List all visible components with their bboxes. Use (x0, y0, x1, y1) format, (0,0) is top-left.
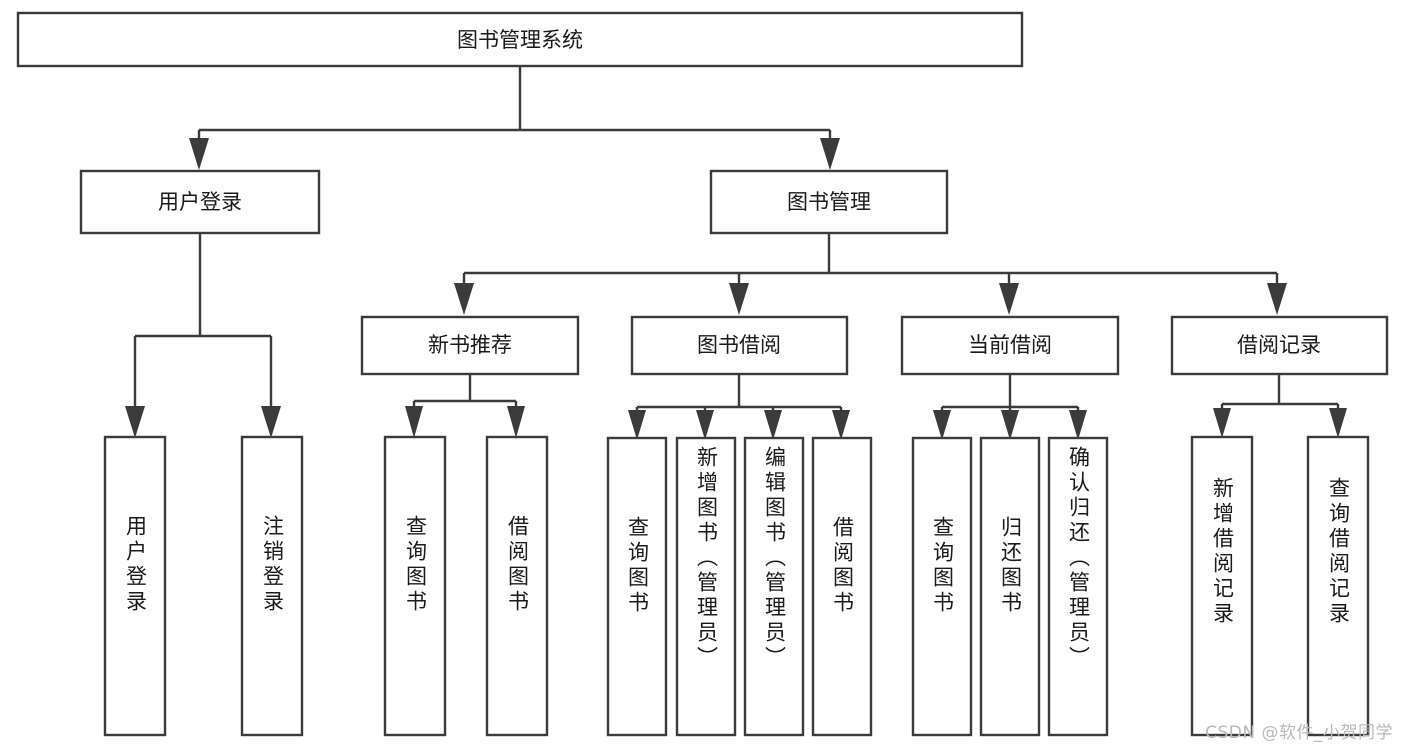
leaf-nbr-query-book[interactable]: 查询图书 (385, 437, 445, 735)
node-current-borrow-label: 当前借阅 (968, 333, 1052, 357)
node-book-borrow-box[interactable] (630, 315, 849, 376)
leaf-nbr-borrow-book-label: 借阅图书 (505, 515, 530, 615)
leaf-cb-confirm-return[interactable]: 确认归还（管理员） (1049, 438, 1107, 735)
leaf-box-cb-confirm-return[interactable] (1047, 436, 1109, 737)
leaf-box-group (103, 435, 1370, 737)
node-root-label: 图书管理系统 (457, 28, 583, 52)
leaf-bb-edit-book-label: 编辑图书（管理员） (762, 446, 787, 671)
arrow-head-borrow-record (1267, 283, 1287, 315)
node-user-login-label: 用户登录 (158, 190, 242, 214)
arrow-head-book-manage (820, 138, 840, 170)
leaf-box-bb-edit-book[interactable] (743, 436, 805, 737)
leaf-nbr-query-book-label: 查询图书 (403, 515, 428, 615)
leaf-br-query-record-label: 查询借阅记录 (1326, 477, 1351, 627)
leaf-user-login[interactable]: 用户登录 (105, 437, 165, 735)
leaf-br-add-record-label: 新增借阅记录 (1210, 477, 1235, 627)
arrow-head-current-borrow (999, 283, 1019, 315)
leaf-bb-borrow-book[interactable]: 借阅图书 (813, 438, 871, 735)
node-root[interactable]: 图书管理系统 (16, 11, 1024, 68)
leaf-box-cb-query-book[interactable] (911, 436, 973, 737)
leaf-br-query-record[interactable]: 查询借阅记录 (1308, 437, 1368, 735)
leaf-box-bb-query-book[interactable] (606, 436, 668, 737)
connector-group-root (189, 66, 840, 170)
arrow-head-cb-leaf-3 (1069, 410, 1087, 440)
arrow-head-cb-leaf-2 (1001, 410, 1019, 440)
leaf-user-login-label: 用户登录 (123, 515, 148, 615)
leaf-cb-confirm-return-label: 确认归还（管理员） (1066, 446, 1091, 671)
arrow-head-leaf-user-login (125, 406, 145, 438)
leaf-bb-add-book-label: 新增图书（管理员） (694, 446, 719, 671)
leaf-bb-query-book-label: 查询图书 (625, 516, 650, 616)
arrow-head-bb-leaf-1 (628, 410, 646, 440)
leaf-logout[interactable]: 注销登录 (242, 437, 302, 735)
node-borrow-record-label: 借阅记录 (1237, 333, 1321, 357)
leaf-box-user-login[interactable] (103, 435, 167, 737)
node-user-login[interactable]: 用户登录 (79, 169, 321, 235)
node-current-borrow-box[interactable] (900, 315, 1120, 376)
leaf-bb-query-book[interactable]: 查询图书 (608, 438, 666, 735)
arrow-head-nbr-leaf-1 (405, 406, 423, 438)
connector-group-book-borrow (628, 374, 850, 440)
leaf-cb-query-book[interactable]: 查询图书 (913, 438, 971, 735)
arrow-head-book-borrow (729, 283, 749, 315)
connector-group-book-manage (454, 233, 1287, 315)
leaf-br-add-record[interactable]: 新增借阅记录 (1192, 437, 1252, 735)
leaf-cb-query-book-label: 查询图书 (930, 516, 955, 616)
leaf-box-bb-add-book[interactable] (675, 436, 737, 737)
leaf-bb-edit-book[interactable]: 编辑图书（管理员） (745, 438, 803, 735)
watermark-text: CSDN @软件_小贺同学 (1205, 723, 1393, 743)
arrow-head-bb-leaf-2 (696, 410, 714, 440)
arrow-head-bb-leaf-3 (764, 410, 782, 440)
node-book-borrow-label: 图书借阅 (697, 333, 781, 357)
node-current-borrow[interactable]: 当前借阅 (900, 315, 1120, 376)
arrow-head-bb-leaf-4 (832, 410, 850, 440)
arrow-head-br-leaf-1 (1213, 408, 1231, 438)
node-root-box[interactable] (16, 11, 1024, 68)
leaf-box-bb-borrow-book[interactable] (811, 436, 873, 737)
arrow-head-user-login (189, 138, 209, 170)
leaf-cb-return-book-label: 归还图书 (998, 516, 1023, 616)
leaf-cb-return-book[interactable]: 归还图书 (981, 438, 1039, 735)
leaf-box-nbr-borrow-book[interactable] (485, 435, 549, 737)
leaf-box-br-add-record[interactable] (1190, 435, 1254, 737)
leaf-box-logout[interactable] (240, 435, 304, 737)
leaf-logout-label: 注销登录 (260, 515, 285, 615)
arrow-head-leaf-logout (261, 406, 281, 438)
arrow-head-new-book-recommend (454, 283, 474, 315)
arrow-head-br-leaf-2 (1329, 408, 1347, 438)
node-new-book-recommend[interactable]: 新书推荐 (360, 315, 580, 376)
node-book-manage[interactable]: 图书管理 (709, 169, 949, 235)
arrow-head-cb-leaf-1 (933, 410, 951, 440)
node-book-manage-label: 图书管理 (787, 190, 871, 214)
connector-group-user-login (125, 233, 281, 438)
connector-group-borrow-record (1213, 374, 1347, 438)
leaf-nbr-borrow-book[interactable]: 借阅图书 (487, 437, 547, 735)
node-new-book-recommend-label: 新书推荐 (428, 333, 512, 357)
leaf-box-br-query-record[interactable] (1306, 435, 1370, 737)
connector-group-new-book-recommend (405, 374, 525, 438)
node-borrow-record[interactable]: 借阅记录 (1170, 315, 1389, 376)
leaf-bb-borrow-book-label: 借阅图书 (830, 516, 855, 616)
node-new-book-recommend-box[interactable] (360, 315, 580, 376)
connector-group-current-borrow (933, 374, 1087, 440)
leaf-box-cb-return-book[interactable] (979, 436, 1041, 737)
leaf-bb-add-book[interactable]: 新增图书（管理员） (677, 438, 735, 735)
node-book-borrow[interactable]: 图书借阅 (630, 315, 849, 376)
leaf-box-nbr-query-book[interactable] (383, 435, 447, 737)
arrow-head-nbr-leaf-2 (507, 406, 525, 438)
